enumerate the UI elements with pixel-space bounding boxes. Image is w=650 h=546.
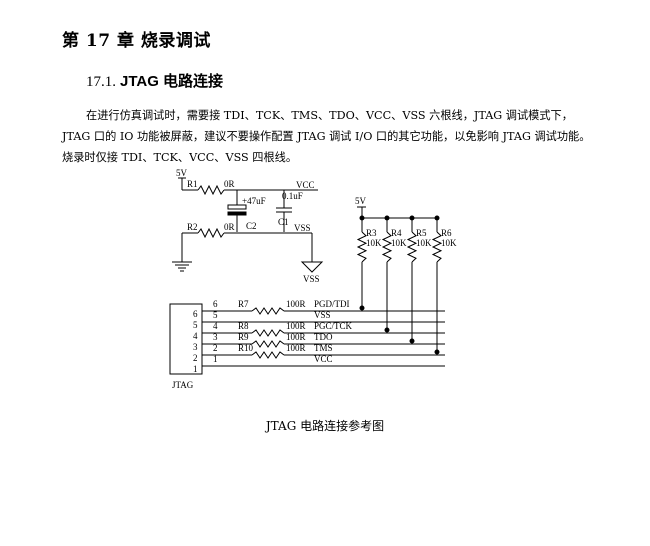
pullup-value: 10K — [391, 238, 407, 248]
pullup-name: R5 — [416, 228, 427, 238]
power-5v-right-label: 5V — [355, 196, 367, 206]
signal-name: VCC — [314, 354, 333, 364]
pullup-resistor — [381, 231, 393, 263]
r1-resistor — [197, 184, 225, 196]
jtag-connector-label: JTAG — [172, 380, 194, 390]
pin-number: 3 — [193, 342, 198, 352]
c2-plate-top — [227, 204, 247, 210]
pullup-resistor — [406, 231, 418, 263]
pullup-resistor — [356, 231, 368, 263]
c1-value: 0.1uF — [282, 191, 303, 201]
series-resistor — [251, 351, 285, 359]
c1-label: C1 — [278, 217, 289, 227]
signal-name: PGC/TCK — [314, 321, 353, 331]
earth-ground-symbol — [172, 261, 192, 272]
c2-label: C2 — [246, 221, 257, 231]
series-resistor-name: R10 — [238, 343, 254, 353]
pullup-value: 10K — [366, 238, 382, 248]
junction-dot — [384, 215, 390, 221]
pin-number-outer: 6 — [213, 299, 218, 309]
pin-number-outer: 5 — [213, 310, 218, 320]
junction-dot — [434, 215, 440, 221]
r2-value: 0R — [224, 222, 235, 232]
series-resistor-value: 100R — [286, 343, 306, 353]
pullup-name: R6 — [441, 228, 452, 238]
body-paragraph: 在进行仿真调试时，需要接 TDI、TCK、TMS、TDO、VCC、VSS 六根线… — [62, 109, 591, 164]
pin-number-outer: 3 — [213, 332, 218, 342]
pin-number: 4 — [193, 331, 198, 341]
section-title: JTAG 电路连接 — [120, 73, 224, 90]
series-resistor — [251, 307, 285, 315]
series-resistor-name: R8 — [238, 321, 249, 331]
pullup-resistor — [431, 231, 443, 263]
junction-dot — [409, 338, 415, 344]
series-resistor-name: R7 — [238, 299, 249, 309]
pullup-name: R4 — [391, 228, 402, 238]
junction-dot — [384, 327, 390, 333]
chapter-title: 第 17 章 烧录调试 — [62, 31, 211, 51]
signal-name: TMS — [314, 343, 333, 353]
vss-ground-symbol — [300, 261, 324, 273]
pin-number: 5 — [193, 320, 198, 330]
r1-label: R1 — [187, 179, 198, 189]
pin-number-outer: 4 — [213, 321, 218, 331]
section-number: 17.1. — [86, 74, 116, 90]
series-resistor-value: 100R — [286, 321, 306, 331]
vss-ground-label: VSS — [303, 274, 320, 284]
junction-dot — [434, 349, 440, 355]
pullup-name: R3 — [366, 228, 377, 238]
pin-number: 2 — [193, 353, 198, 363]
series-resistor — [251, 340, 285, 348]
junction-dot — [409, 215, 415, 221]
signal-name: PGD/TDI — [314, 299, 350, 309]
r2-resistor — [197, 227, 225, 239]
signal-name: TDO — [314, 332, 333, 342]
r1-value: 0R — [224, 179, 235, 189]
c2-plate-bottom — [227, 211, 247, 216]
jtag-connector — [169, 303, 203, 375]
series-resistor-name: R9 — [238, 332, 249, 342]
series-resistor-value: 100R — [286, 299, 306, 309]
c2-value: +47uF — [242, 196, 266, 206]
r2-label: R2 — [187, 222, 198, 232]
section-heading: 17.1.JTAG 电路连接 — [86, 70, 223, 91]
series-resistor — [251, 329, 285, 337]
pin-number-outer: 1 — [213, 354, 218, 364]
junction-dot — [359, 215, 365, 221]
series-resistor-value: 100R — [286, 332, 306, 342]
pin-group: 6 6 R7 100R PGD/TDI 5 5 VSS 4 4 R8 100R PGC/TCK 3 3 R9 1… — [193, 299, 445, 374]
power-5v-left-label: 5V — [176, 168, 188, 178]
figure-caption: JTAG 电路连接参考图 — [265, 419, 385, 433]
pullup-value: 10K — [441, 238, 457, 248]
pin-number: 6 — [193, 309, 198, 319]
pin-number: 1 — [193, 364, 198, 374]
vcc-top-label: VCC — [296, 180, 315, 190]
vss-net-label: VSS — [294, 223, 311, 233]
signal-name: VSS — [314, 310, 331, 320]
junction-dot — [359, 305, 365, 311]
pullup-value: 10K — [416, 238, 432, 248]
pin-number-outer: 2 — [213, 343, 218, 353]
